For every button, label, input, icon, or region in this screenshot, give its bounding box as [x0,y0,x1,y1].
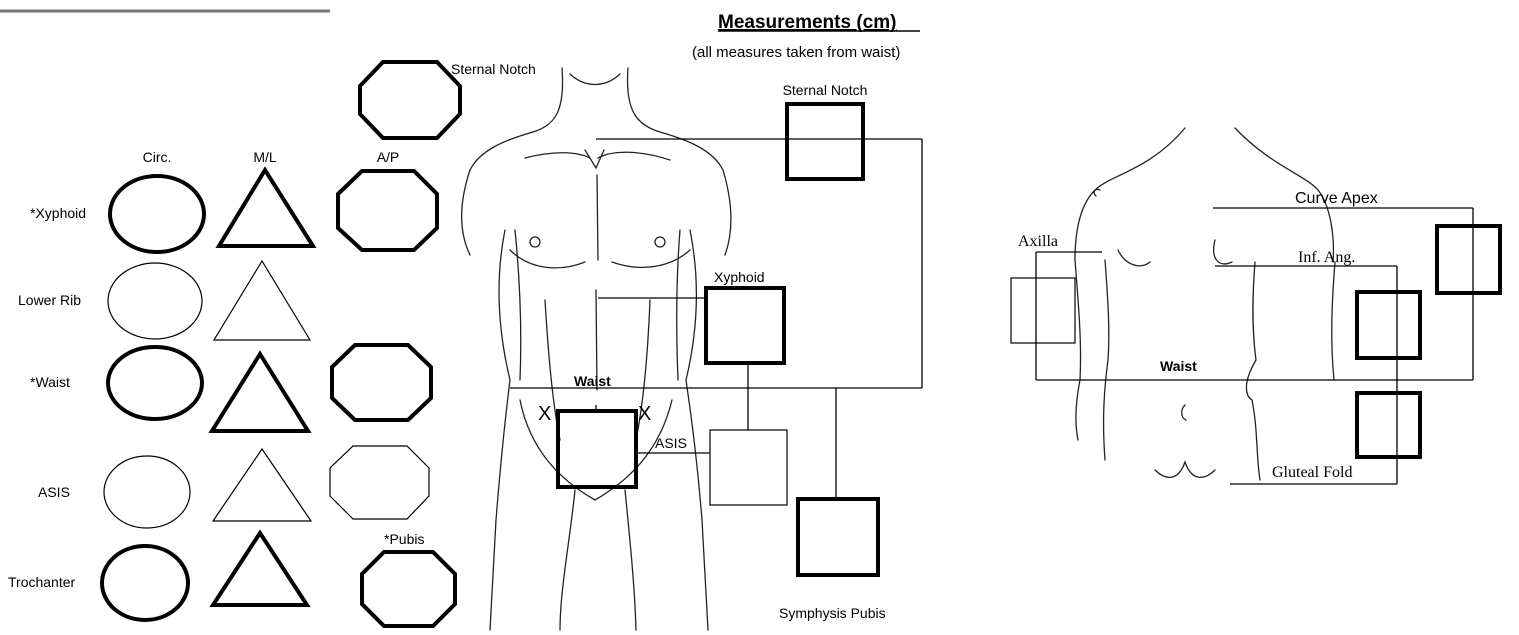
xyphoid-ml-field[interactable] [215,166,317,248]
axilla-label: Axilla [1018,233,1058,250]
asis-circ-field[interactable] [103,455,191,529]
lower-rib-circ-field[interactable] [107,262,203,340]
row-label-xyphoid: *Xyphoid [30,205,86,221]
curve-apex-measure-box[interactable] [1435,224,1502,295]
sternal-notch-ap-field[interactable] [358,60,462,140]
row-label-asis: ASIS [38,484,70,500]
page-title: Measurements (cm) [718,12,896,33]
waist-back-label: Waist [1160,358,1197,374]
waist-ml-field[interactable] [208,350,312,433]
sternal-notch-box-label: Sternal Notch [783,82,868,98]
waist-circ-field[interactable] [106,345,204,421]
row-label-trochanter: Trochanter [8,574,76,590]
trochanter-circ-field[interactable] [100,544,190,622]
xyphoid-box-label: Xyphoid [714,269,765,285]
waist-front-label: Waist [574,373,611,389]
symphysis-pubis-label: Symphysis Pubis [779,605,886,621]
front-connector-lines [510,138,923,499]
sternal-notch-label-left: Sternal Notch [451,61,536,77]
asis-box-label: ASIS [655,435,687,451]
xyphoid-measure-box[interactable] [704,286,786,365]
axilla-measure-box[interactable] [1010,277,1076,344]
lower-rib-ml-field[interactable] [212,259,312,341]
curve-apex-label: Curve Apex [1295,190,1378,207]
inf-ang-label: Inf. Ang. [1298,249,1355,266]
row-label-waist: *Waist [30,374,70,390]
gluteal-fold-label: Gluteal Fold [1272,464,1352,481]
waist-ap-field[interactable] [330,343,433,422]
symphysis-pubis-measure-box[interactable] [796,497,880,577]
column-circ-label: Circ. [143,149,172,165]
xyphoid-circ-field[interactable] [108,174,206,254]
page-subtitle: (all measures taken from waist) [692,44,900,61]
xyphoid-ap-field[interactable] [336,169,439,252]
asis-ap-field[interactable] [329,445,430,520]
front-torso-illustration [461,67,732,631]
pubis-ap-field[interactable] [360,550,457,628]
pubis-label: *Pubis [384,531,424,547]
waist-front-measure-box[interactable] [556,409,638,489]
row-label-lower-rib: Lower Rib [18,292,81,308]
column-ap-label: A/P [377,149,400,165]
waist-right-x-mark: X [638,403,651,425]
inf-ang-measure-box[interactable] [1355,290,1422,360]
asis-ml-field[interactable] [211,447,313,522]
waist-left-x-mark: X [538,403,551,425]
back-connector-lines [1035,207,1474,485]
gluteal-fold-measure-box[interactable] [1355,391,1422,459]
sternal-notch-measure-box[interactable] [785,102,865,181]
trochanter-ml-field[interactable] [209,529,311,607]
back-torso-illustration [1074,127,1336,481]
column-ml-label: M/L [253,149,277,165]
asis-measure-box[interactable] [709,429,788,506]
